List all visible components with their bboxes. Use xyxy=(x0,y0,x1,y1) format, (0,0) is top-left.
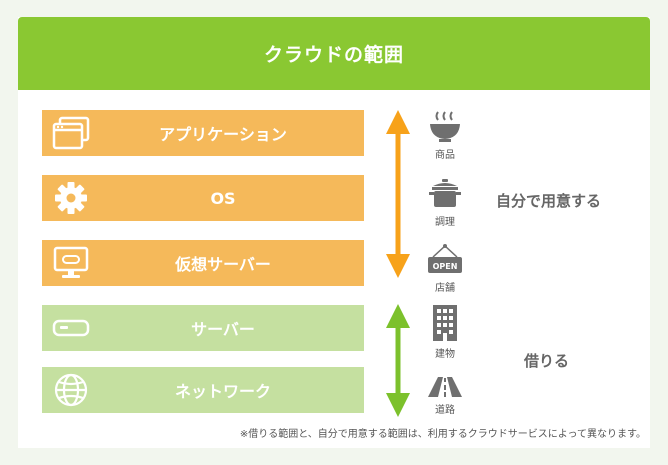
self-prepared-label: 自分で用意する xyxy=(496,192,602,210)
self-prepared-arrow xyxy=(386,110,410,278)
layer-server: サーバー xyxy=(42,305,364,351)
layer-network: ネットワーク xyxy=(42,367,364,413)
layer-os: OS xyxy=(42,175,364,221)
bowl-icon xyxy=(430,111,460,142)
step-caption: 道路 xyxy=(435,405,455,416)
layer-label: アプリケーション xyxy=(159,125,287,144)
open-sign-text: OPEN xyxy=(433,262,458,271)
app-window-icon xyxy=(52,116,90,150)
step-product: 商品 xyxy=(420,110,470,161)
borrowed-label: 借りる xyxy=(524,352,570,370)
step-building: 建物 xyxy=(420,303,470,360)
layer-virtual-server: 仮想サーバー xyxy=(42,240,364,286)
globe-icon xyxy=(54,373,88,407)
step-caption: 商品 xyxy=(435,150,455,161)
layer-label: サーバー xyxy=(191,320,255,339)
pot-icon xyxy=(429,179,461,207)
open-sign-icon: OPEN xyxy=(428,244,462,273)
diagram-header: クラウドの範囲 xyxy=(18,17,650,90)
step-caption: 調理 xyxy=(435,217,455,228)
gear-icon xyxy=(55,182,87,214)
server-icon xyxy=(52,319,90,337)
step-shop: OPEN 店舗 xyxy=(420,243,470,294)
layer-label: OS xyxy=(210,188,236,208)
road-icon xyxy=(428,377,462,397)
monitor-icon xyxy=(53,246,89,278)
layer-label: 仮想サーバー xyxy=(175,255,271,274)
diagram-title: クラウドの範囲 xyxy=(263,44,404,66)
footnote: ※借りる範囲と、自分で用意する範囲は、利用するクラウドサービスによって異なります… xyxy=(239,429,646,440)
step-cooking: 調理 xyxy=(420,177,470,228)
range-arrows xyxy=(386,110,410,417)
step-road: 道路 xyxy=(420,375,470,416)
building-icon xyxy=(433,305,457,341)
layer-application: アプリケーション xyxy=(42,110,364,156)
borrowed-arrow xyxy=(386,304,410,417)
step-caption: 建物 xyxy=(435,349,455,360)
step-caption: 店舗 xyxy=(435,283,455,294)
layer-label: ネットワーク xyxy=(174,382,271,401)
